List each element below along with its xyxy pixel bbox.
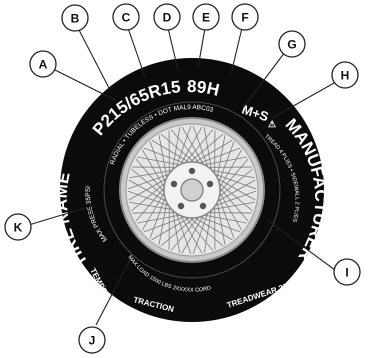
callout-c: C xyxy=(113,4,139,30)
callout-d: D xyxy=(154,4,180,30)
callout-k: K xyxy=(5,214,31,240)
svg-text:A: A xyxy=(39,58,48,72)
callout-a: A xyxy=(30,51,56,77)
callout-j: J xyxy=(79,327,105,353)
svg-text:H: H xyxy=(341,69,350,83)
lug-nut-icon xyxy=(207,181,213,187)
callout-b: B xyxy=(62,5,88,31)
svg-text:J: J xyxy=(89,334,96,348)
callout-f: F xyxy=(232,4,258,30)
callout-h: H xyxy=(332,62,358,88)
callout-g: G xyxy=(279,31,305,57)
svg-text:D: D xyxy=(163,11,172,25)
callout-i: I xyxy=(334,259,360,285)
svg-text:I: I xyxy=(345,266,348,280)
hub-center xyxy=(181,179,203,201)
leader-b xyxy=(78,28,110,90)
svg-text:F: F xyxy=(241,11,248,25)
lug-nut-icon xyxy=(171,181,177,187)
lug-nut-icon xyxy=(200,203,206,209)
svg-text:K: K xyxy=(14,221,23,235)
lug-nut-icon xyxy=(178,203,184,209)
lug-nut-icon xyxy=(189,168,195,174)
snowflake-icon: ⚠ xyxy=(268,119,276,129)
svg-text:G: G xyxy=(287,38,296,52)
svg-text:E: E xyxy=(202,11,210,25)
svg-text:B: B xyxy=(71,12,80,26)
leader-c xyxy=(128,28,145,77)
leader-a xyxy=(55,70,115,100)
svg-text:C: C xyxy=(122,11,131,25)
callout-e: E xyxy=(193,4,219,30)
